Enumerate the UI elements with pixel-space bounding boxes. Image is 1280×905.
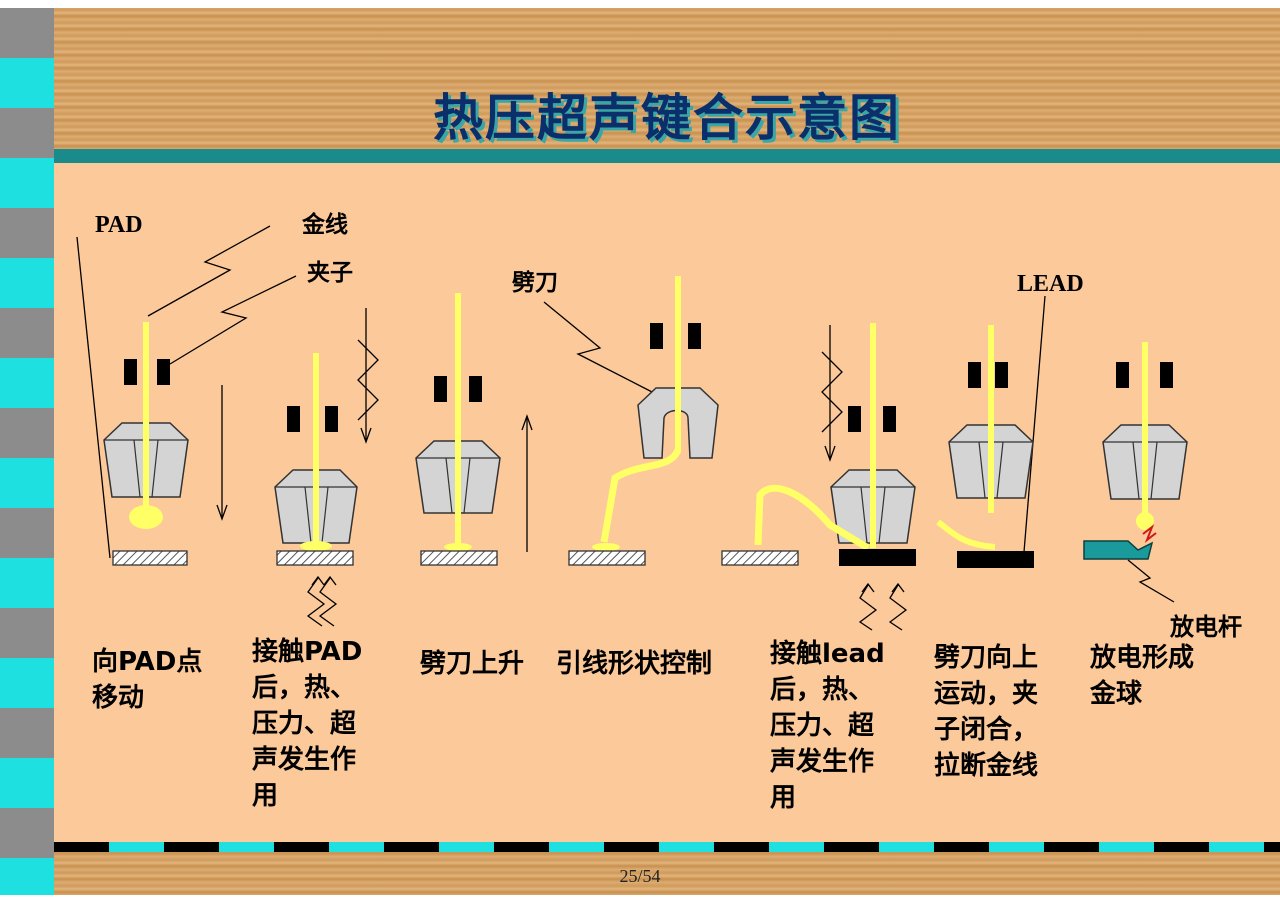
clamp-left — [124, 359, 137, 385]
discharge-rod-label: 放电杆 — [1170, 613, 1242, 641]
wire-tail — [936, 519, 996, 550]
step-caption-7: 放电形成金球 — [1090, 643, 1195, 709]
clamp-right — [469, 376, 482, 402]
clamp-left — [968, 362, 981, 388]
gold-ball — [129, 505, 163, 529]
pad — [276, 550, 354, 566]
step-caption-1: 向PAD点移动 — [92, 647, 203, 713]
pad — [721, 550, 799, 566]
footer-divider — [54, 842, 1280, 852]
lead — [957, 551, 1034, 568]
clamp-left — [848, 406, 861, 432]
gold-wire — [313, 353, 319, 543]
step-caption-4: 引线形状控制 — [556, 649, 713, 679]
step-caption-6: 劈刀向上运动，夹子闭合，拉断金线 — [934, 643, 1039, 781]
ultrasonic-zigzag — [357, 339, 379, 421]
clamp-label: 夹子 — [307, 260, 353, 286]
spark-icon — [1142, 524, 1157, 543]
clamp-leader-line — [169, 275, 297, 365]
pad — [112, 550, 188, 566]
capillary — [637, 387, 719, 459]
page-number: 25/54 — [619, 866, 661, 886]
clamp-left — [287, 406, 300, 432]
lead-leader-line — [1023, 295, 1046, 553]
pad — [568, 550, 646, 566]
step-1-graphic — [76, 225, 297, 566]
heat-wave — [888, 584, 908, 631]
pad — [420, 550, 498, 566]
gold-wire — [1142, 342, 1148, 517]
clamp-right — [883, 406, 896, 432]
step-5-graphic — [721, 323, 916, 631]
wire-loop — [600, 448, 682, 543]
gold-wire — [870, 323, 876, 548]
footer-wood-panel — [54, 852, 1280, 895]
step-caption-3: 劈刀上升 — [420, 649, 525, 679]
gold-wire — [455, 293, 461, 548]
step-2-graphic — [274, 308, 379, 627]
capillary-leader-line — [543, 301, 657, 395]
clamp-right — [688, 323, 701, 349]
clamp-left — [1116, 362, 1129, 388]
clamp-right — [1160, 362, 1173, 388]
clamp-right — [995, 362, 1008, 388]
heat-wave — [858, 584, 878, 631]
lead — [839, 549, 916, 566]
header-divider — [54, 149, 1280, 163]
heat-wave — [318, 577, 338, 627]
lead-label: LEAD — [1017, 271, 1084, 297]
gold-wire-leader-line — [147, 225, 271, 317]
flattened-ball — [300, 541, 332, 551]
step-3-graphic — [415, 293, 533, 566]
capillary-label: 劈刀 — [512, 270, 558, 296]
header-wood-panel — [54, 8, 1280, 149]
discharge-rod — [1083, 540, 1154, 560]
slide-title: 热压超声键合示意图 — [433, 88, 901, 147]
clamp-left — [434, 376, 447, 402]
ultrasonic-zigzag — [821, 351, 843, 433]
clamp-left — [650, 323, 663, 349]
heat-wave — [306, 577, 326, 627]
gold-ball — [1136, 512, 1154, 530]
gold-wire — [143, 322, 149, 512]
pad-leader-line — [76, 236, 111, 559]
pad-label: PAD — [95, 212, 143, 238]
gold-wire-label: 金线 — [302, 212, 348, 238]
step-4-graphic — [543, 276, 719, 566]
wire-loop — [754, 484, 870, 551]
step-6-graphic — [936, 295, 1046, 568]
step-caption-5: 接触lead后，热、压力、超声发生作用 — [770, 639, 885, 813]
clamp-right — [157, 359, 170, 385]
gold-wire — [675, 276, 681, 451]
discharge-rod-leader-line — [1127, 559, 1175, 603]
gold-wire — [988, 325, 994, 513]
content-panel — [54, 163, 1280, 842]
step-7-graphic — [1083, 342, 1188, 603]
left-stripe — [0, 0, 54, 905]
clamp-right — [325, 406, 338, 432]
step-caption-2: 接触PAD后，热、压力、超声发生作用 — [252, 637, 363, 811]
